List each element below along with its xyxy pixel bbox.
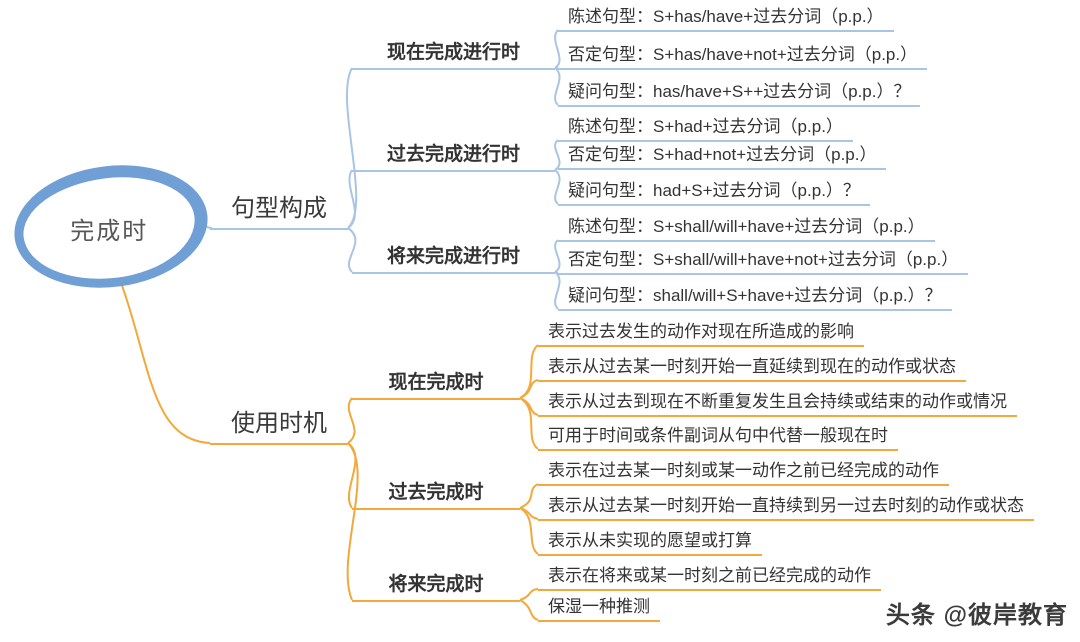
blue-connectors [195,29,561,310]
connector-path [519,483,539,509]
leaf-pattern[interactable]: 陈述句型：S+has/have+过去分词（p.p.） [558,6,894,32]
leaf-pattern[interactable]: 疑问句型：had+S+过去分词（p.p.）？ [558,180,870,206]
connector-path [554,67,561,106]
connector-path [554,29,561,69]
connector-path [554,239,561,273]
connector-path [195,214,213,229]
connector-path [519,397,539,450]
node-past-perfect-continuous[interactable]: 过去完成进行时 [352,143,555,172]
node-future-perfect[interactable]: 将来完成时 [352,573,520,602]
connector-path [554,271,561,310]
leaf-pattern[interactable]: 疑问句型：shall/will+S+have+过去分词（p.p.）？ [558,285,952,311]
node-present-perfect[interactable]: 现在完成时 [352,371,520,400]
leaf-pattern[interactable]: 陈述句型：S+shall/will+have+过去分词（p.p.） [558,216,935,242]
leaf-usage[interactable]: 表示从过去某一时刻开始一直持续到另一过去时刻的动作或状态 [538,495,1034,521]
connector-path [347,397,356,444]
connector-path [519,588,539,601]
branch-usage-timing[interactable]: 使用时机 [210,409,348,445]
branch-sentence-pattern[interactable]: 句型构成 [210,194,348,230]
leaf-usage[interactable]: 表示从过去某一时刻开始一直延续到现在的动作或状态 [538,356,966,382]
connector-path [519,507,539,555]
node-present-perfect-continuous[interactable]: 现在完成进行时 [352,41,555,70]
leaf-pattern[interactable]: 否定句型：S+shall/will+have+not+过去分词（p.p.） [558,249,969,275]
leaf-usage[interactable]: 保湿一种推测 [538,596,660,622]
leaf-pattern[interactable]: 否定句型：S+has/have+not+过去分词（p.p.） [558,44,928,70]
orange-connectors [119,279,539,621]
leaf-usage[interactable]: 表示从未实现的愿望或打算 [538,530,762,556]
leaf-usage[interactable]: 表示在过去某一时刻或某一动作之前已经完成的动作 [538,460,949,486]
leaf-usage[interactable]: 可用于时间或条件副词从句中代替一般现在时 [538,425,898,451]
connector-path [519,379,539,399]
connector-path [347,169,356,229]
root-label: 完成时 [70,217,149,245]
node-future-perfect-continuous[interactable]: 将来完成进行时 [352,245,555,274]
leaf-pattern[interactable]: 陈述句型：S+had+过去分词（p.p.） [558,116,853,142]
leaf-pattern[interactable]: 否定句型：S+had+not+过去分词（p.p.） [558,144,887,170]
leaf-usage[interactable]: 表示从过去到现在不断重复发生且会持续或结束的动作或情况 [538,391,1017,417]
leaf-usage[interactable]: 表示过去发生的动作对现在所造成的影响 [538,321,864,347]
connector-path [519,599,539,621]
leaf-pattern[interactable]: 疑问句型：has/have+S++过去分词（p.p.）？ [558,81,921,107]
connector-path [554,169,561,205]
connector-path [119,279,211,444]
connector-path [346,442,359,601]
watermark: 头条 @彼岸教育 [885,602,1068,629]
connector-path [347,227,357,273]
node-past-perfect[interactable]: 过去完成时 [352,481,520,510]
leaf-usage[interactable]: 表示在将来或某一时刻之前已经完成的动作 [538,565,881,591]
